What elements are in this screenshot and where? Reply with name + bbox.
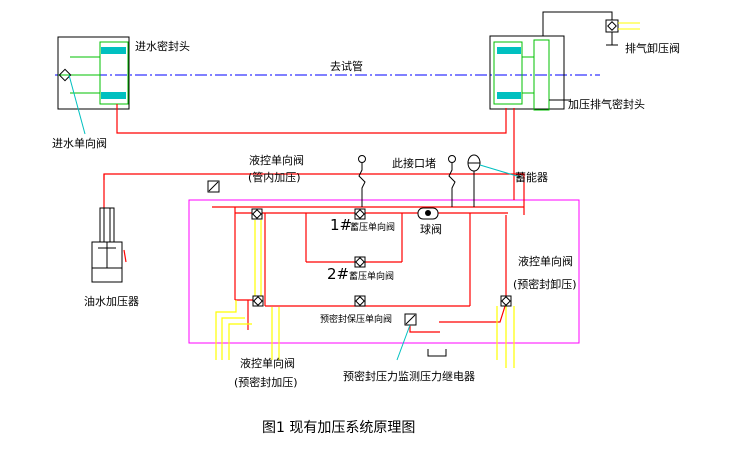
label-valve2-num: 2# <box>327 265 349 283</box>
exhaust-relief-valve <box>542 11 640 46</box>
label-outlet-port: 此接口堵 <box>392 156 436 170</box>
valve-pilot-seal-left <box>252 295 264 307</box>
figure-caption: 图1 现有加压系统原理图 <box>262 420 415 436</box>
drain-symbol <box>427 349 447 357</box>
valve-seal-hold <box>354 295 366 307</box>
label-pilot-check-valve-seal-right: 液控单向阀 <box>518 254 573 268</box>
label-exhaust-relief-valve: 排气卸压阀 <box>625 41 680 55</box>
label-water-inlet-seal-head: 进水密封头 <box>135 39 190 53</box>
label-pilot-check-valve-pipe-note: (管内加压) <box>248 170 301 184</box>
label-pipe-under-test: 去试管 <box>330 59 363 73</box>
ball-valve <box>417 207 439 220</box>
label-valve1-name: 蓄压单向阀 <box>350 221 395 233</box>
label-valve2-name: 蓄压单向阀 <box>349 270 394 282</box>
valve-2 <box>354 256 366 268</box>
label-pilot-check-valve-pipe: 液控单向阀 <box>249 153 304 167</box>
label-oil-water-booster: 油水加压器 <box>84 294 139 308</box>
label-seal-pressure-check-valve: 预密封保压单向阀 <box>320 313 392 325</box>
label-valve1-num: 1# <box>330 216 352 234</box>
valve-pilot-pipe <box>251 208 263 220</box>
accumulator-symbol <box>467 154 521 207</box>
right-seal-head <box>489 35 570 111</box>
label-pilot-check-valve-seal-left-note: (预密封加压) <box>234 375 298 389</box>
label-ball-valve: 球阀 <box>420 222 442 236</box>
left-seal-head <box>57 36 130 135</box>
manifold-frame <box>188 199 580 344</box>
label-water-inlet-check-valve: 进水单向阀 <box>52 136 107 150</box>
label-pressure-relay: 预密封压力监测压力继电器 <box>343 369 475 383</box>
valve-pilot-seal-right <box>500 295 512 307</box>
pressure-gauge-1 <box>358 155 366 207</box>
oil-water-booster-symbol <box>91 207 123 283</box>
relay-top-square <box>207 180 220 193</box>
label-pressurize-exhaust-seal-head: 加压排气密封头 <box>568 97 645 111</box>
pilot-lines <box>215 220 515 368</box>
label-pilot-check-valve-seal-right-note: (预密封卸压) <box>513 277 577 291</box>
valve-1 <box>354 208 366 220</box>
label-pilot-check-valve-seal-left: 液控单向阀 <box>240 356 295 370</box>
pressure-relay-switch <box>396 313 417 361</box>
label-accumulator: 蓄能器 <box>515 170 548 184</box>
hydraulic-lines <box>103 104 525 333</box>
pressure-gauge-2 <box>448 155 456 207</box>
